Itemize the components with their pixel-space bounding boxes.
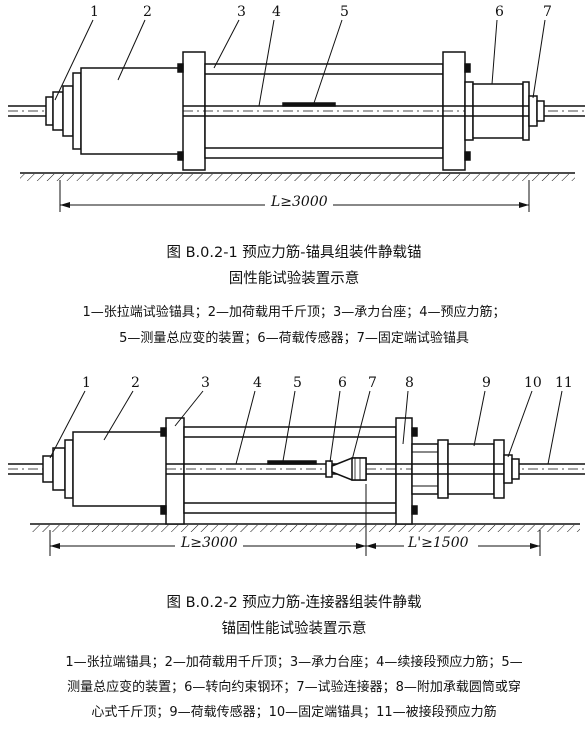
dimension-label-right: L'≥1500 — [407, 535, 469, 551]
callout-8: 8 — [405, 375, 414, 391]
callout-10: 10 — [524, 375, 542, 391]
callout-9: 9 — [482, 375, 491, 391]
ground-hatch — [20, 174, 575, 181]
leader-line — [258, 19, 275, 107]
figure-1-caption-line1: 图 B.0.2-1 预应力筋-锚具组装件静载锚 — [166, 245, 422, 261]
figure-1-legend-line1: 1—张拉端试验锚具；2—加荷载用千斤顶；3—承力台座；4—预应力筋； — [82, 305, 506, 320]
reaction-frame-left-plate — [165, 417, 185, 525]
callout-1: 1 — [90, 4, 99, 20]
figure-1-labels: 1 2 3 4 5 6 7 L≥3000 — [90, 4, 552, 210]
tension-end-anchor — [52, 91, 64, 131]
strain-gauge — [282, 102, 336, 107]
callout-4: 4 — [272, 4, 281, 20]
fixed-end-anchor — [528, 95, 538, 127]
figure-2-legend-line3: 心式千斤顶；9—荷载传感器；10—固定端锚具；11—被接段预应力筋 — [91, 705, 497, 720]
callout-5: 5 — [340, 4, 349, 20]
fixed-end-anchor — [503, 454, 513, 484]
figure-1-caption: 图 B.0.2-1 预应力筋-锚具组装件静载锚 固性能试验装置示意 — [0, 242, 588, 290]
loading-jack-body — [80, 67, 186, 155]
figure-2-legend-line2: 测量总应变的装置；6—转向约束钢环；7—试验连接器；8—附加承载圆筒或穿 — [67, 680, 521, 695]
dimension-label-left: L≥3000 — [180, 535, 238, 551]
load-sensor — [447, 443, 495, 495]
callout-11: 11 — [555, 375, 573, 391]
dimension-label: L≥3000 — [270, 194, 328, 210]
figure-2-drawing — [8, 390, 585, 556]
callout-2: 2 — [131, 375, 140, 391]
load-sensor-flange — [493, 439, 505, 499]
leader-line — [329, 390, 341, 463]
anchor-collar — [52, 447, 66, 491]
leader-line — [491, 19, 498, 85]
leader-line — [473, 390, 486, 447]
figure-2-caption-line1: 图 B.0.2-2 预应力筋-连接器组装件静载 — [166, 595, 422, 611]
callout-7: 7 — [543, 4, 552, 20]
figure-2-caption-line2: 锚固性能试验装置示意 — [221, 621, 367, 637]
callout-3: 3 — [237, 4, 246, 20]
loading-jack — [64, 439, 74, 499]
leader-line — [54, 19, 94, 101]
anchor-collar — [62, 85, 74, 137]
callout-1: 1 — [82, 375, 91, 391]
callout-6: 6 — [338, 375, 347, 391]
anchor-plate — [45, 96, 54, 126]
load-sensor-flange — [437, 439, 449, 499]
figure-2-caption: 图 B.0.2-2 预应力筋-连接器组装件静载 锚固性能试验装置示意 — [0, 592, 588, 640]
leader-line — [402, 390, 409, 445]
strain-gauge — [267, 460, 317, 465]
leader-line — [282, 390, 296, 462]
figure-2-labels: 1 2 3 4 5 6 7 8 9 10 11 L≥3000 L'≥1500 — [82, 375, 573, 551]
callout-6: 6 — [495, 4, 504, 20]
figure-1-legend-line2: 5—测量总应变的装置；6—荷载传感器；7—固定端试验锚具 — [119, 331, 469, 346]
tension-end-anchor — [42, 455, 54, 483]
leader-line — [351, 390, 371, 461]
leader-line — [103, 390, 134, 441]
callout-5: 5 — [293, 375, 302, 391]
steering-ring — [325, 460, 333, 478]
loading-jack — [72, 72, 82, 150]
figure-2-legend-line1: 1—张拉端锚具；2—加荷载用千斤顶；3—承力台座；4—续接段预应力筋；5— — [65, 655, 523, 670]
load-sensor — [472, 83, 524, 139]
figure-1-caption-line2: 固性能试验装置示意 — [228, 271, 360, 287]
leader-line — [117, 19, 146, 81]
callout-7: 7 — [368, 375, 377, 391]
fixed-end-anchor-nut — [511, 458, 520, 480]
figure-1-drawing — [8, 19, 585, 212]
loading-jack-body — [72, 431, 170, 507]
load-sensor-flange — [522, 81, 530, 141]
leader-line — [213, 19, 240, 69]
leader-line — [49, 390, 86, 459]
callout-2: 2 — [143, 4, 152, 20]
leader-line — [547, 390, 563, 465]
leader-line — [313, 19, 343, 104]
leader-line — [507, 390, 533, 458]
callout-4: 4 — [253, 375, 262, 391]
fixed-end-anchor-nut — [536, 100, 545, 122]
ground-hatch — [30, 525, 580, 532]
leader-line — [174, 390, 204, 427]
figure-1-legend: 1—张拉端试验锚具；2—加荷载用千斤顶；3—承力台座；4—预应力筋； 5—测量总… — [0, 300, 588, 352]
leader-line — [532, 19, 546, 99]
callout-3: 3 — [201, 375, 210, 391]
figure-2-legend: 1—张拉端锚具；2—加荷载用千斤顶；3—承力台座；4—续接段预应力筋；5— 测量… — [0, 650, 588, 725]
leader-line — [235, 390, 256, 465]
coupler-body — [351, 457, 367, 481]
load-sensor-flange — [464, 81, 474, 141]
